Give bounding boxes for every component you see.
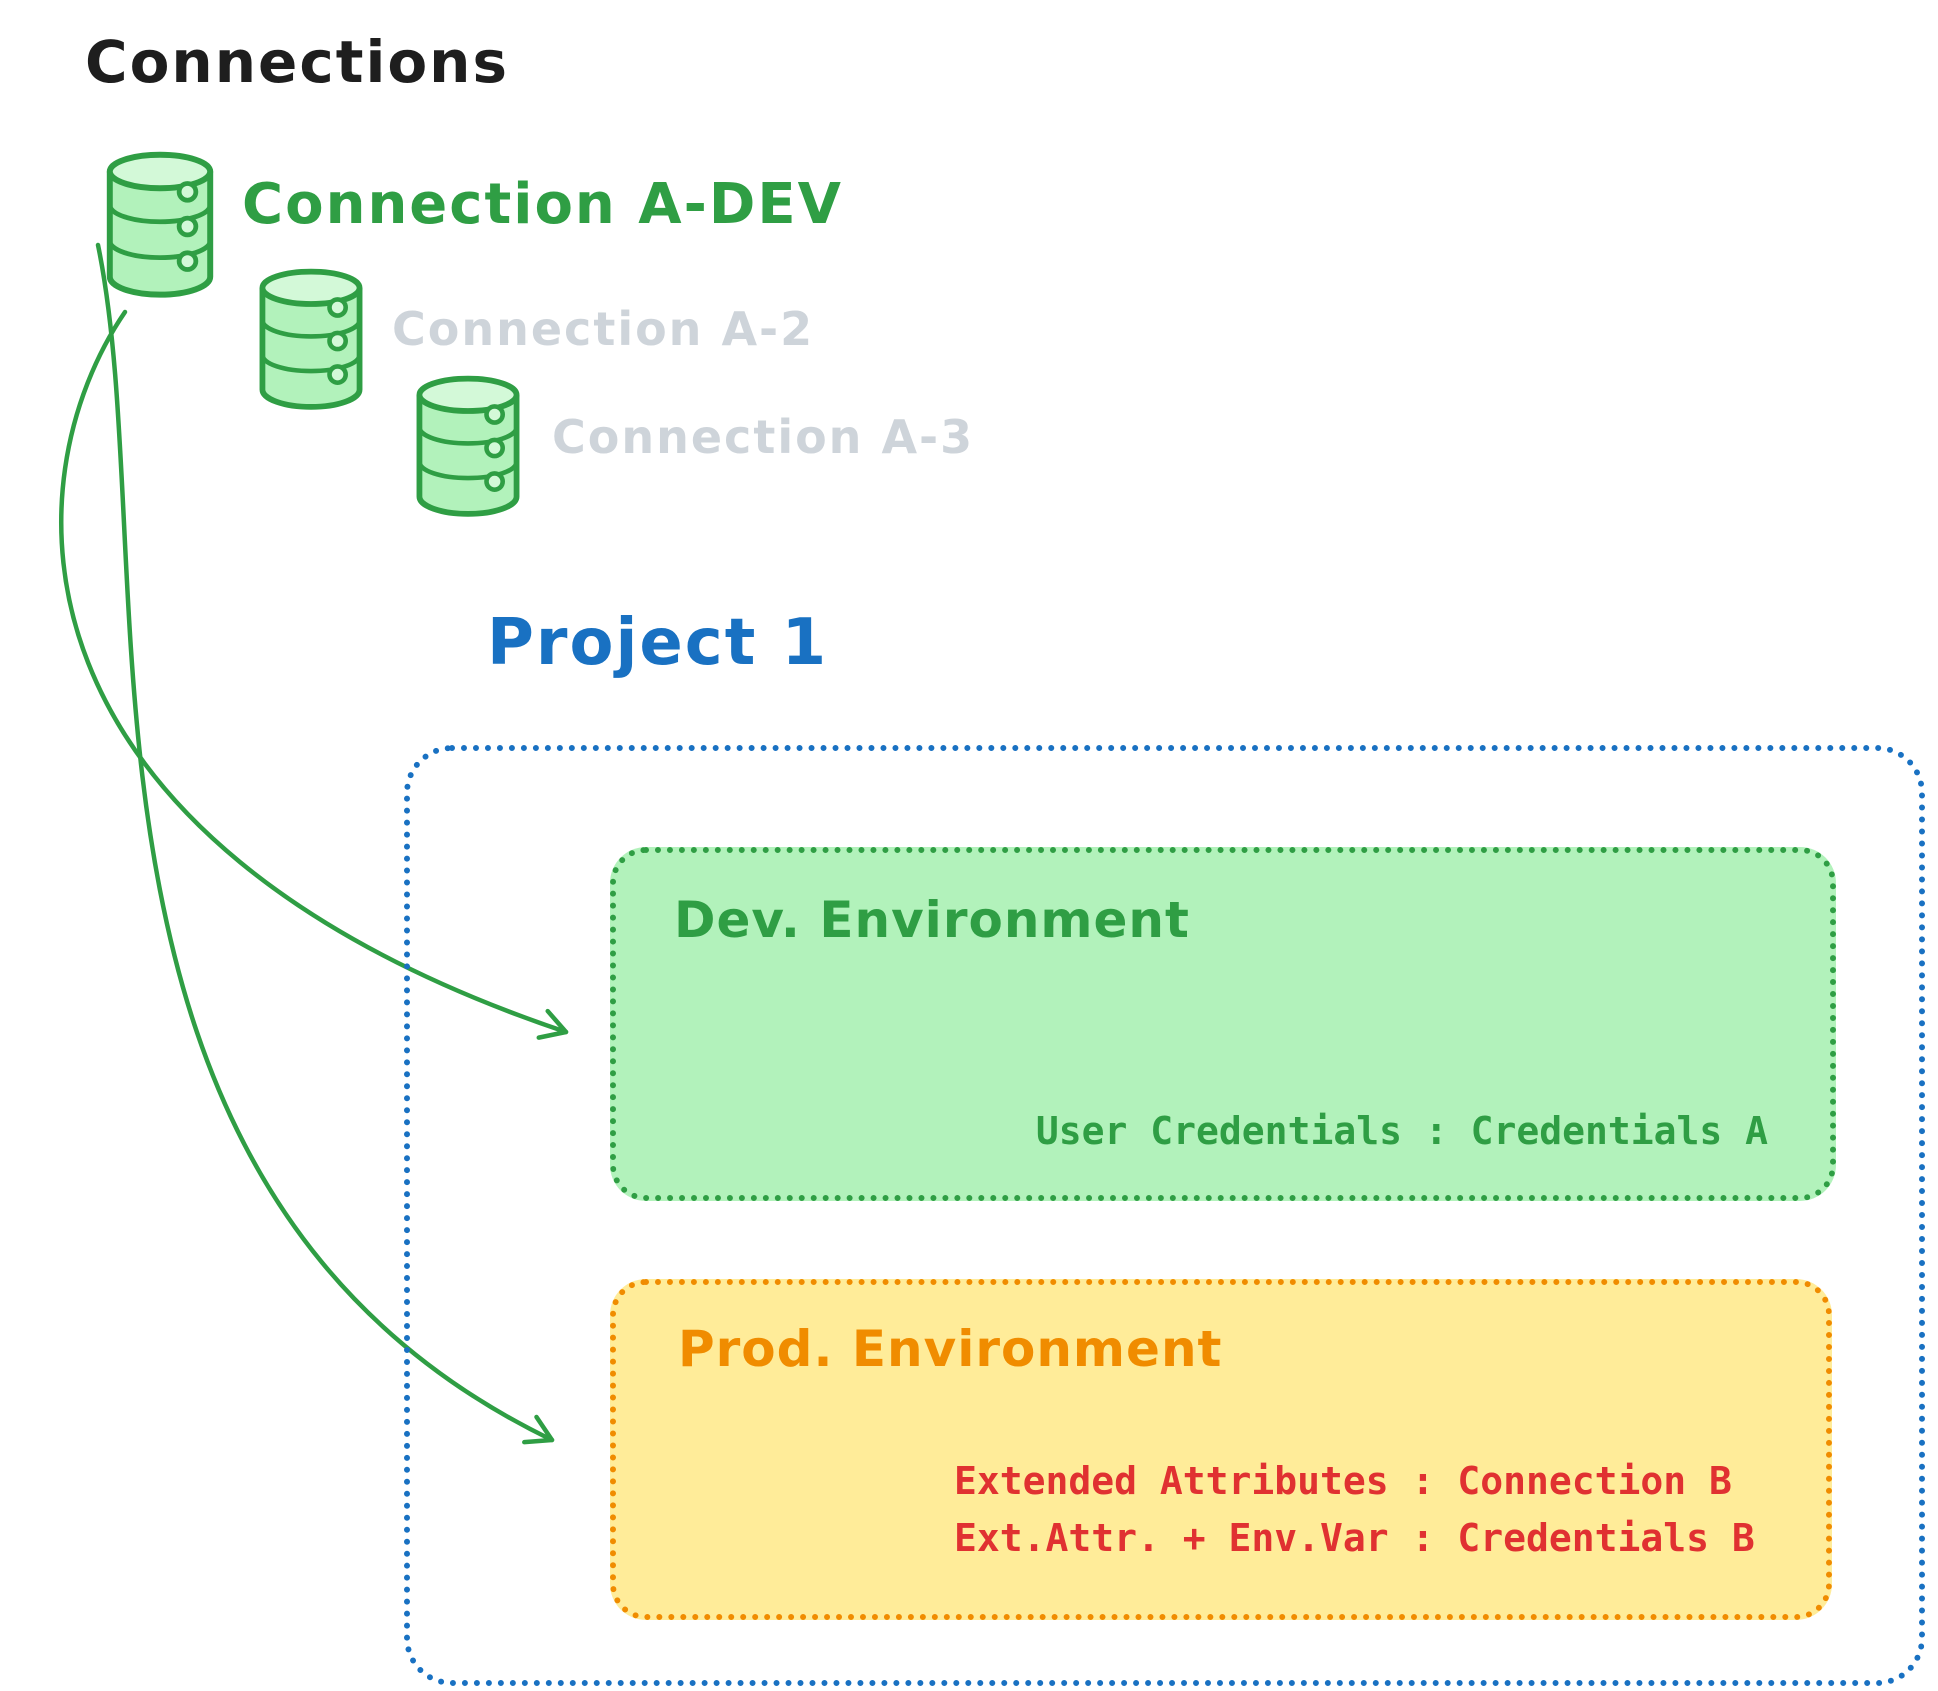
prod-binding-line-1: Extended Attributes : Connection B [954, 1459, 1732, 1503]
diagram-title: Connections [85, 28, 509, 96]
database-icon [253, 267, 369, 415]
prod-bindings-text: Extended Attributes : Connection B Ext.A… [954, 1453, 1755, 1567]
prod-environment-title: Prod. Environment [678, 1320, 1223, 1378]
prod-binding-line-2: Ext.Attr. + Env.Var : Credentials B [954, 1516, 1755, 1560]
dev-credentials-text: User Credentials : Credentials A [1035, 1109, 1768, 1153]
project-title: Project 1 [487, 606, 829, 680]
connection-label-a-2: Connection A-2 [392, 302, 815, 356]
database-icon [100, 150, 220, 303]
connection-label-a-3: Connection A-3 [552, 410, 975, 464]
dev-environment-box: Dev. Environment User Credentials : Cred… [610, 847, 1836, 1201]
project-boundary: Dev. Environment User Credentials : Cred… [404, 745, 1925, 1686]
dev-environment-title: Dev. Environment [674, 891, 1190, 949]
database-icon [410, 374, 526, 522]
connection-label-a-dev: Connection A-DEV [242, 172, 843, 237]
prod-environment-box: Prod. Environment Extended Attributes : … [610, 1279, 1832, 1620]
